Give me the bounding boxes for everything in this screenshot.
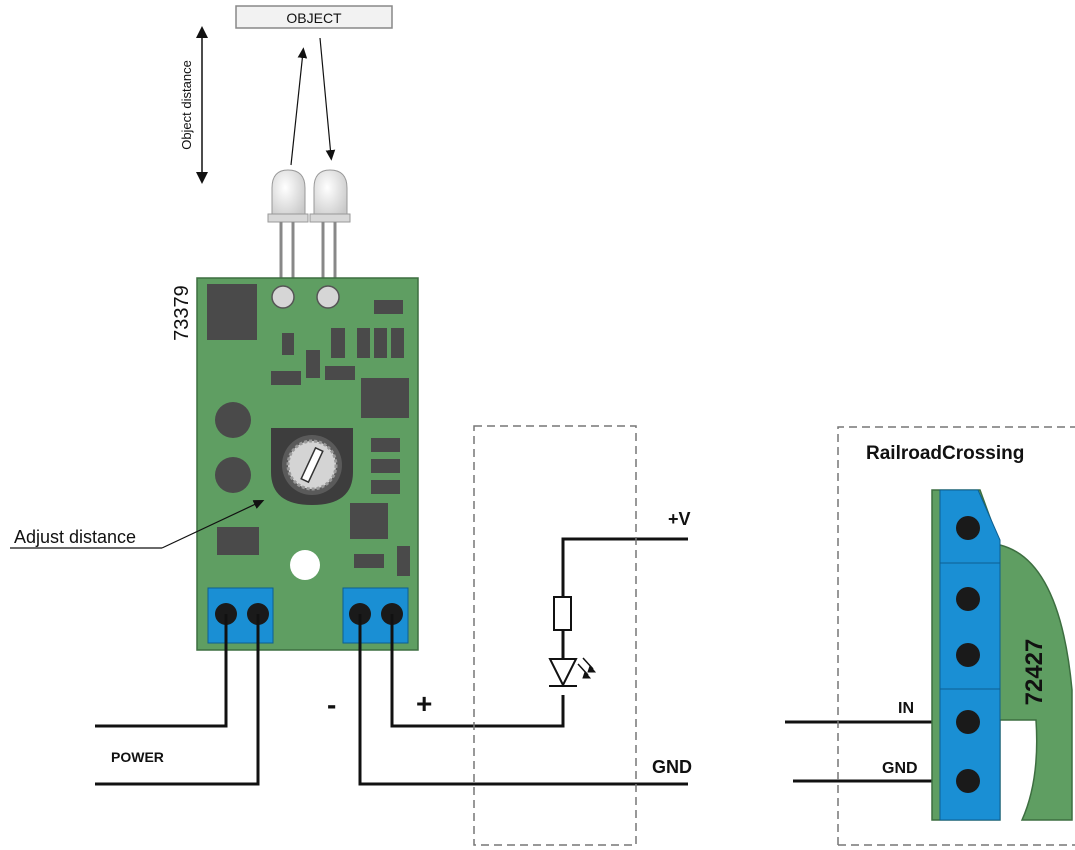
power-terminal [207,587,274,644]
potentiometer [271,428,353,505]
led-circuit-box [473,425,637,846]
object-distance-arrow [196,26,208,184]
ir-emitter-led [267,169,309,296]
gnd-module-label: GND [882,760,918,777]
plus-label: + [416,688,432,719]
resistor [553,596,572,631]
in-label: IN [898,700,914,717]
gnd-led-label: GND [652,757,692,777]
sensor-id-label: 73379 [171,285,193,341]
module-box [837,426,1075,846]
led-symbol [548,657,597,688]
module-id-label: 72427 [1021,639,1048,706]
ir-receiver-led [309,169,351,296]
emit-beam [290,47,308,166]
adjust-pointer [161,499,265,549]
object-distance-label: Object distance [179,60,194,150]
adjust-distance-label: Adjust distance [14,527,136,547]
output-terminal [342,587,409,644]
object-label: OBJECT [286,10,342,26]
railroad-module [931,489,1073,821]
reflect-beam [319,37,336,161]
power-label: POWER [111,749,164,765]
module-title: RailroadCrossing [866,443,1024,464]
object-box: OBJECT [235,5,393,29]
plus-v-label: +V [668,509,691,529]
minus-label: - [327,689,336,720]
